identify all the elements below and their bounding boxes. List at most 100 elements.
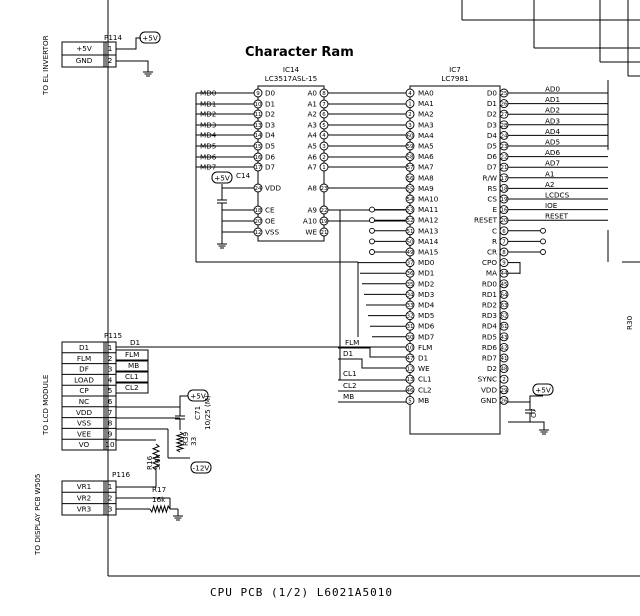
ic7-r-rd1-pin-number: 64 [501, 292, 508, 298]
net-a1: A1 [545, 169, 555, 178]
ic7-r-c-pin-number: 6 [502, 229, 506, 235]
ic7-pin-ma7: MA7 [418, 163, 434, 172]
ic14-pin-d3: D3 [265, 121, 275, 130]
net-ad7: AD7 [545, 159, 560, 168]
ic7-pin-r-e: E [492, 205, 497, 214]
ic7-pin-r-rd2: RD2 [482, 301, 497, 310]
ic7-pin-ma4: MA4 [418, 131, 434, 140]
ic7-r-cr-pin-number: 8 [502, 250, 506, 256]
ic7-pin-r-rd6: RD6 [482, 343, 498, 352]
ic7-ma0-pin [405, 88, 415, 98]
p115-pin-7: 7 [108, 408, 113, 417]
ic14-part: LC3517ASL-15 [265, 74, 317, 83]
ic7-ma10-pin [405, 194, 415, 204]
ic7-ma6-pin-number: 58 [407, 155, 414, 161]
ic7-r-rd2-pin [499, 300, 509, 310]
r30-label: R30 [625, 315, 634, 330]
ic7-r-r-open [540, 238, 546, 245]
ic7-pin-r-sync: SYNC [478, 375, 497, 384]
ic7-pin-ma1: MA1 [418, 99, 434, 108]
ic7-ma5-pin [405, 141, 415, 151]
ic7-r-vdd-pin-number: 29 [501, 388, 508, 394]
ic7-r-cs-pin-number: 19 [501, 197, 508, 203]
r17-ref: R17 [152, 485, 166, 494]
p116-signal-box [61, 480, 107, 516]
ic14-d3-pin-number: 13 [255, 123, 262, 129]
ic7-md0-pin-number: 37 [407, 261, 414, 267]
ic14-pin-a8: A8 [308, 184, 318, 193]
ic14-a7-pin-number: 1 [322, 165, 326, 171]
p116-pin-3: 3 [108, 505, 113, 514]
p114-vplus-wire [116, 37, 141, 50]
ic7-r-rd0-pin-number: 45 [501, 282, 508, 288]
ic7-part: LC7981 [441, 74, 468, 83]
ic7-ma9-pin [405, 183, 415, 193]
net-a2: A2 [545, 180, 555, 189]
ic7-ma5-pin-number: 59 [407, 144, 414, 150]
p116-signal-vr1: VR1 [77, 482, 91, 491]
p116-pin-2: 2 [108, 493, 113, 502]
lcd-supply-link [179, 395, 188, 407]
ic14-pin-a4: A4 [308, 131, 318, 140]
ic7-ma7-pin-number: 57 [407, 165, 414, 171]
ic7-pin-r-r/w: R/W [482, 173, 497, 182]
ic7-r-sync-pin [499, 374, 509, 384]
ic14-pin-d0: D0 [265, 89, 276, 98]
ic14-pin-d6: D6 [265, 153, 276, 162]
p116-destination: TO DISPLAY PCB W505 [33, 474, 42, 556]
p115-pin-2: 2 [108, 354, 113, 363]
cl2-tag [115, 382, 149, 394]
ic14-d1-pin-number: 10 [255, 102, 262, 108]
ic14-d2-pin-number: 11 [255, 112, 262, 118]
ic7-r-d5-pin-number: 23 [501, 144, 508, 150]
ic7-md2-pin-number: 35 [407, 282, 414, 288]
ic7-ma2-pin-number: 2 [408, 112, 412, 118]
ic7-ma10-pin-number: 54 [407, 197, 414, 203]
p115-pin-6: 6 [108, 397, 113, 406]
ic7-ma9-pin-number: 55 [407, 186, 414, 192]
ic7-pin-ma5: MA5 [418, 142, 434, 151]
net-cl1-ic7: CL1 [343, 369, 357, 378]
ic14-pin-a2: A2 [308, 110, 318, 119]
ic7-pin-cl1: CL1 [418, 375, 432, 384]
ic7-we-pin [405, 364, 415, 374]
p115-signal-cp: CP [79, 386, 89, 395]
ic7-pin-ma9: MA9 [418, 184, 434, 193]
ic14-a4-pin-number: 4 [322, 133, 326, 139]
ic14-pin-d2: D2 [265, 110, 275, 119]
ic7-ma12-open [369, 217, 375, 224]
ic7-md7-pin-number: 30 [407, 335, 414, 341]
ic7-pin-r-rd4: RD4 [482, 322, 498, 331]
ic7-pin-r-d5: D5 [487, 142, 497, 151]
r39-ref: R39 [181, 431, 190, 446]
ic7-pin-ma12: MA12 [418, 216, 438, 225]
ic7-r-rs-pin-number: 18 [501, 186, 508, 192]
ic7-r-e-pin-number: 16 [501, 208, 508, 214]
ic14-oe-pin-number: 20 [255, 219, 262, 225]
net-d1-ic7: D1 [343, 349, 353, 358]
p114-supply-label: +5V [142, 34, 158, 43]
ic7-pin-r-rd5: RD5 [482, 332, 497, 341]
ic7-r-gnd-pin-number: 26 [501, 398, 508, 404]
ic14-a6-pin-number: 2 [322, 155, 326, 161]
ic7-ma6-pin [405, 152, 415, 162]
ic7-pin-r-cr: CR [487, 248, 497, 257]
ic7-ma2-pin [405, 109, 415, 119]
ic7-r-rd2-pin-number: 63 [501, 303, 508, 309]
ic7-r-reset-pin-number: 20 [501, 218, 508, 224]
ic14-pin-a10: A10 [303, 217, 317, 226]
ic14-pin-a1: A1 [308, 100, 318, 109]
p116-signal-vr3: VR3 [77, 505, 91, 514]
ic7-pin-r-d2: D2 [487, 364, 497, 373]
net-ad3: AD3 [545, 116, 560, 125]
footer-label: CPU PCB (1/2) L6021A5010 [210, 586, 393, 599]
ic14-d7-pin-number: 17 [255, 165, 262, 171]
p115-pin-8: 8 [108, 419, 113, 428]
p116-signal-vr2: VR2 [77, 493, 91, 502]
ic7-ma12-pin-number: 52 [407, 218, 414, 224]
ic7-md4-pin-number: 33 [407, 303, 414, 309]
ic7-r-rd4-pin [499, 321, 509, 331]
p115-pin-4: 4 [108, 375, 113, 384]
ic14-pin-vdd: VDD [265, 184, 281, 193]
ic7-pin-r-d0: D0 [487, 89, 498, 98]
